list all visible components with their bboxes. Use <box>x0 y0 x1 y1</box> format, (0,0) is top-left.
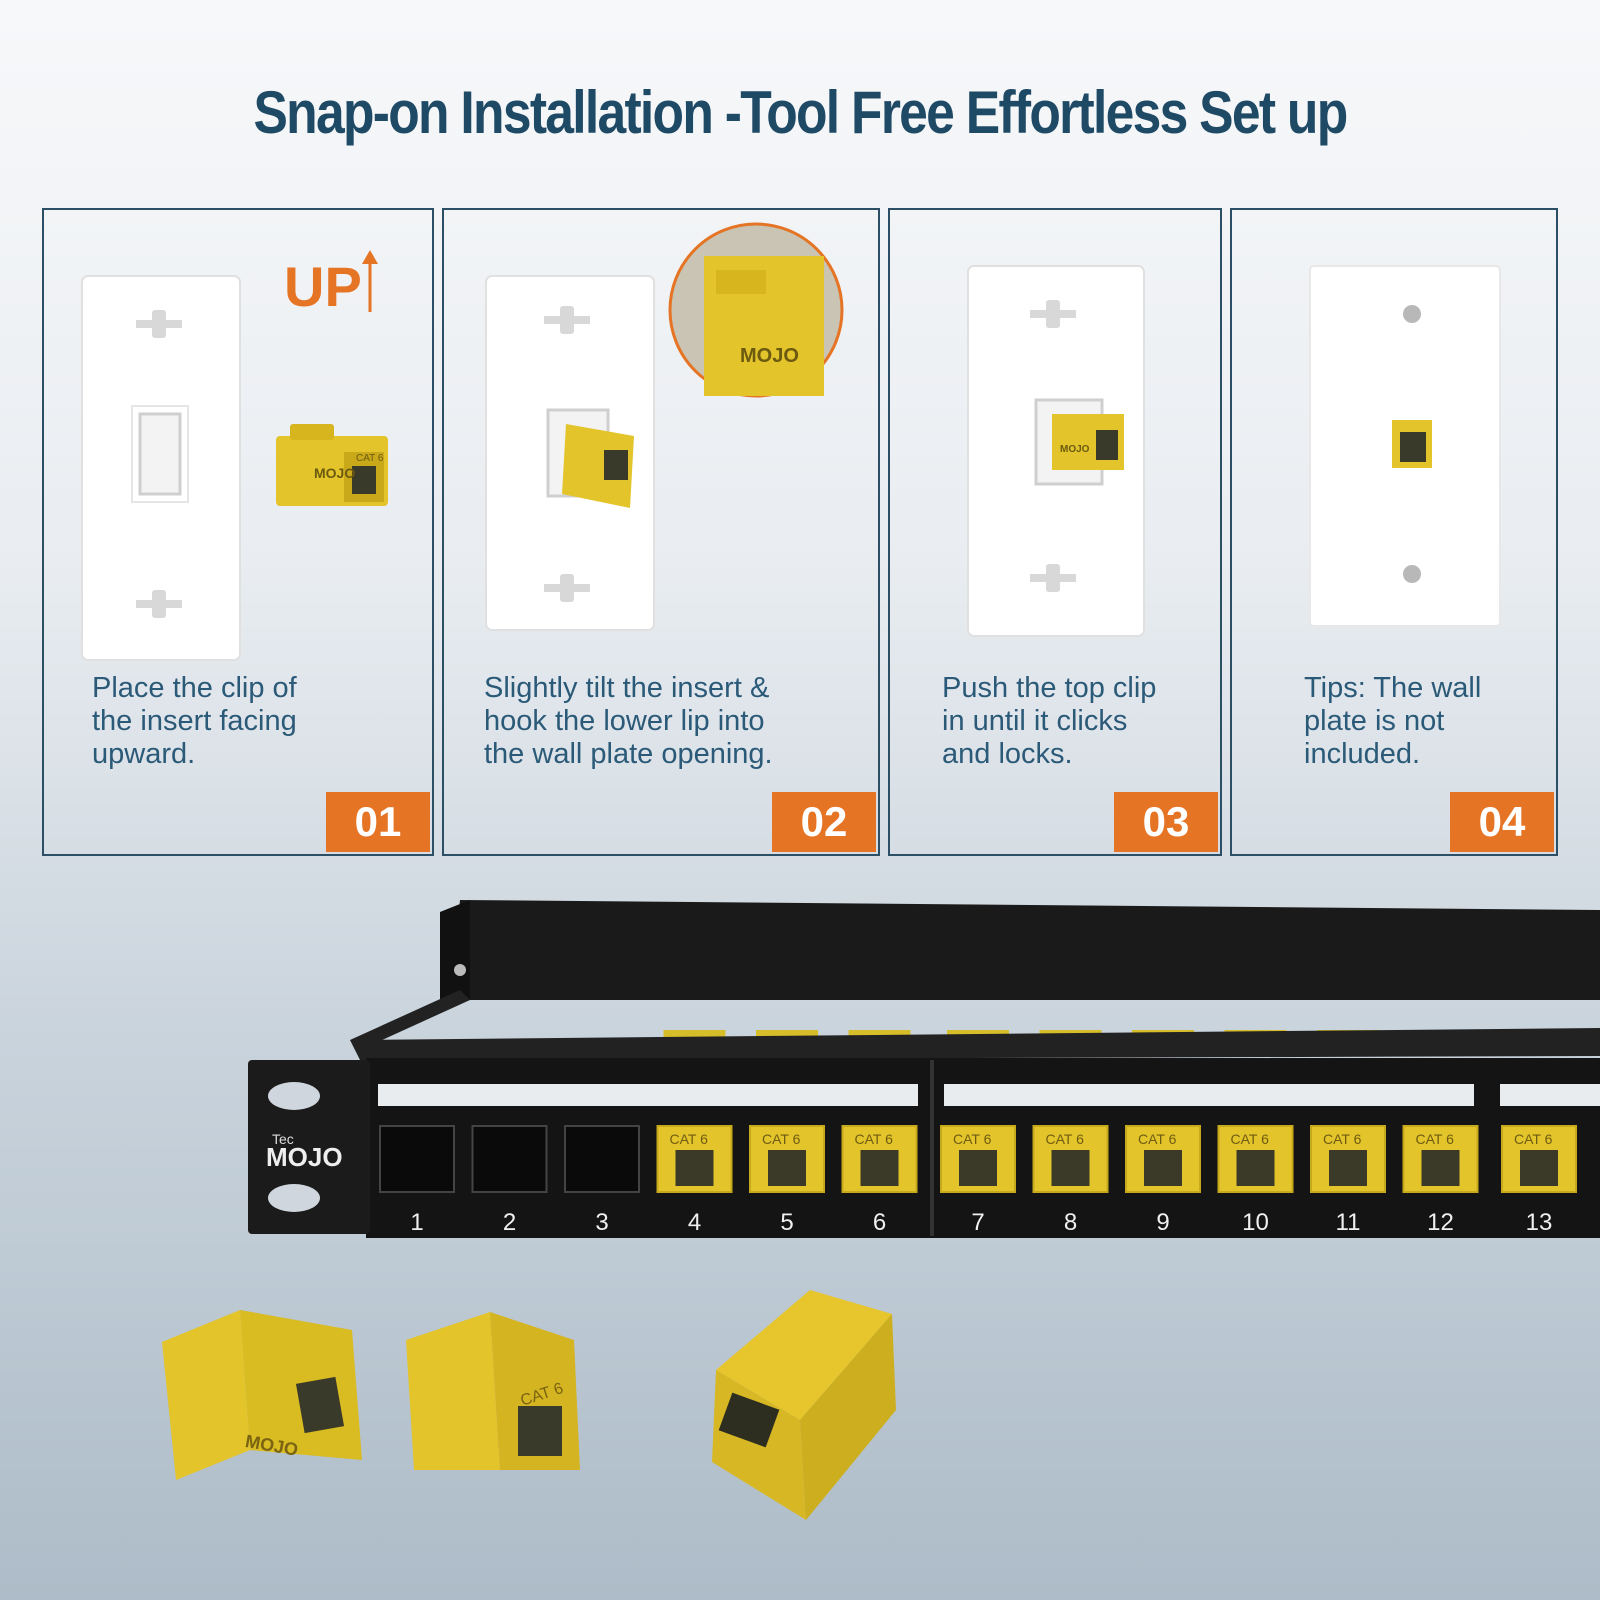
step-number-badge: 02 <box>772 792 876 852</box>
port-label: CAT 6 <box>1231 1131 1270 1147</box>
keystone-jack-icon: CAT 6 <box>406 1312 580 1470</box>
port-label: CAT 6 <box>1138 1131 1177 1147</box>
step-number-badge: 04 <box>1450 792 1554 852</box>
port-label: CAT 6 <box>1514 1131 1553 1147</box>
up-callout: UP <box>284 255 362 318</box>
label-strip <box>944 1084 1474 1106</box>
keystone-jack-icon: MOJO <box>162 1310 362 1480</box>
label-strip <box>378 1084 918 1106</box>
keystone-jack-icon <box>562 424 634 508</box>
patch-panel-port: CAT 6 <box>1125 1125 1201 1193</box>
step-card-03: MOJO Push the top clip in until it click… <box>888 208 1222 856</box>
up-arrow-icon <box>362 250 378 312</box>
patch-panel-illustration: MOJO Tec CAT 6 CAT 6 CAT 6 CAT 6 CAT 6 CAT 6 C… <box>162 900 1600 1520</box>
patch-panel-port <box>379 1125 455 1193</box>
wall-plate-illustration: CAT 6 MOJO <box>81 275 388 661</box>
patch-panel-port: CAT 6 <box>1217 1125 1294 1193</box>
port-label: CAT 6 <box>670 1131 709 1147</box>
patch-panel-port: CAT 6 <box>1501 1125 1577 1193</box>
port-number: 13 <box>1526 1209 1553 1236</box>
svg-text:MOJO: MOJO <box>740 345 799 367</box>
port-number: 7 <box>971 1209 984 1236</box>
patch-panel-port: CAT 6 <box>1402 1125 1479 1193</box>
port-number: 3 <box>595 1209 608 1236</box>
keystone-jack-icon <box>1392 420 1432 468</box>
patch-panel-port: CAT 6 <box>749 1125 825 1193</box>
port-number: 11 <box>1336 1209 1361 1236</box>
svg-text:MOJO: MOJO <box>314 465 355 481</box>
step-description: Tips: The wall plate is not included. <box>1304 672 1482 770</box>
svg-text:MOJO: MOJO <box>1060 444 1090 455</box>
step-card-02: MOJO Slightly tilt the insert & hook the… <box>442 208 880 856</box>
step-card-04: Tips: The wall plate is not included. 04 <box>1230 208 1558 856</box>
label-strip <box>1500 1084 1600 1106</box>
svg-text:CAT 6: CAT 6 <box>356 453 384 464</box>
port-number: 2 <box>503 1209 516 1236</box>
port-label: CAT 6 <box>855 1131 894 1147</box>
patch-panel-port: CAT 6 <box>940 1125 1016 1193</box>
wall-plate-illustration: MOJO <box>967 265 1145 637</box>
port-label: CAT 6 <box>953 1131 992 1147</box>
svg-text:MOJO: MOJO <box>266 1142 343 1172</box>
step-card-01: CAT 6 MOJO UP Place the clip of the inse… <box>42 208 434 856</box>
page-title: Snap-on Installation -Tool Free Effortle… <box>253 79 1348 146</box>
keystone-jack-icon <box>712 1290 896 1520</box>
step-number-badge: 03 <box>1114 792 1218 852</box>
port-label: CAT 6 <box>762 1131 801 1147</box>
patch-panel-port: CAT 6 <box>1310 1125 1386 1193</box>
step-description: Place the clip of the insert facing upwa… <box>92 672 297 770</box>
port-number: 10 <box>1242 1209 1269 1236</box>
step-number-badge: 01 <box>326 792 430 852</box>
step-description: Slightly tilt the insert & hook the lowe… <box>484 672 773 770</box>
patch-panel-port <box>471 1125 548 1193</box>
patch-panel-port: CAT 6 <box>841 1125 918 1193</box>
svg-text:Tec: Tec <box>272 1131 294 1147</box>
port-number: 9 <box>1156 1209 1169 1236</box>
patch-panel-port: CAT 6 <box>656 1125 733 1193</box>
wall-plate-illustration <box>1309 265 1501 627</box>
wall-plate-illustration: MOJO <box>485 222 844 631</box>
port-number: 4 <box>688 1209 701 1236</box>
keystone-jack-icon <box>276 424 388 506</box>
port-label: CAT 6 <box>1046 1131 1085 1147</box>
keystone-jack-icon <box>1052 414 1124 470</box>
port-number: 1 <box>410 1209 423 1236</box>
port-number: 5 <box>780 1209 793 1236</box>
patch-panel-port: CAT 6 <box>1032 1125 1109 1193</box>
patch-panel-port <box>564 1125 640 1193</box>
port-number: 6 <box>873 1209 886 1236</box>
port-label: CAT 6 <box>1416 1131 1455 1147</box>
port-label: CAT 6 <box>1323 1131 1362 1147</box>
port-number: 12 <box>1427 1209 1454 1236</box>
port-number: 8 <box>1064 1209 1077 1236</box>
step-description: Push the top clip in until it clicks and… <box>942 672 1157 770</box>
